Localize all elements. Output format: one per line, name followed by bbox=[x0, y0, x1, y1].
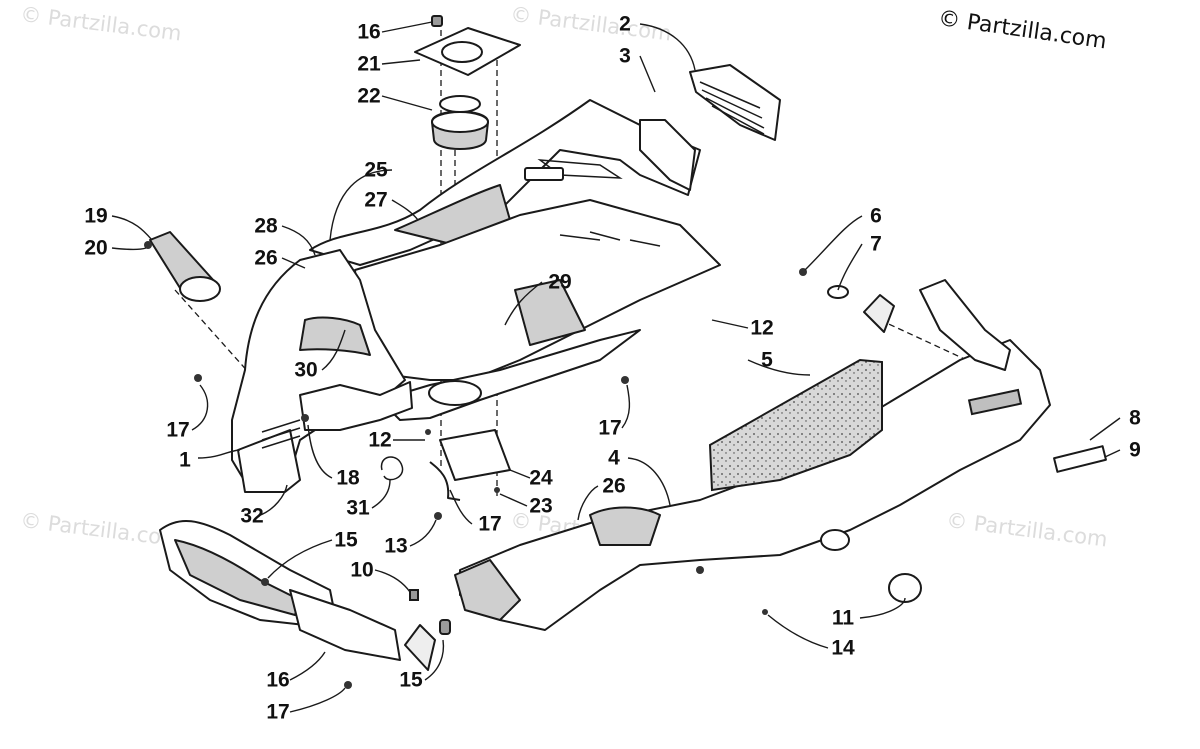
callout-26: 26 bbox=[602, 474, 626, 498]
callout-7: 7 bbox=[870, 232, 882, 256]
callout-29: 29 bbox=[548, 270, 572, 294]
callout-31: 32 bbox=[240, 504, 264, 528]
callout-20: 20 bbox=[84, 236, 108, 260]
callout-10: 11 bbox=[831, 606, 855, 630]
callout-3: 3 bbox=[619, 44, 631, 68]
callout-19: 19 bbox=[84, 204, 108, 228]
callout-17: 15 bbox=[334, 528, 358, 552]
callout-6: 6 bbox=[870, 204, 882, 228]
callout-11: 14 bbox=[831, 636, 855, 660]
callout-13: 10 bbox=[350, 558, 374, 582]
callout-27: 27 bbox=[364, 188, 388, 212]
callout-15: 13 bbox=[384, 534, 408, 558]
callout-18: 31 bbox=[346, 496, 370, 520]
callout-5: 5 bbox=[761, 348, 773, 372]
callout-17: 17 bbox=[166, 418, 190, 442]
callout-17: 18 bbox=[336, 466, 360, 490]
callout-14: 16 bbox=[266, 668, 290, 692]
callout-32: 23 bbox=[529, 494, 553, 518]
callout-17: 17 bbox=[598, 416, 622, 440]
callout-1: 1 bbox=[179, 448, 191, 472]
callout-2: 2 bbox=[619, 12, 631, 36]
callout-12: 12 bbox=[750, 316, 774, 340]
callout-24: 24 bbox=[529, 466, 553, 490]
callout-28: 28 bbox=[254, 214, 278, 238]
callout-23: 17 bbox=[478, 512, 502, 536]
callout-16: 15 bbox=[399, 668, 423, 692]
callout-30: 30 bbox=[294, 358, 318, 382]
callout-26: 26 bbox=[254, 246, 278, 270]
callout-15: 17 bbox=[266, 700, 290, 724]
callout-8: 8 bbox=[1129, 406, 1141, 430]
callout-22: 22 bbox=[357, 84, 381, 108]
callout-25: 25 bbox=[364, 158, 388, 182]
callout-4: 4 bbox=[608, 446, 620, 470]
callout-9: 9 bbox=[1129, 438, 1141, 462]
callout-12: 12 bbox=[368, 428, 392, 452]
callout-21: 21 bbox=[357, 52, 381, 76]
callout-16: 16 bbox=[357, 20, 381, 44]
